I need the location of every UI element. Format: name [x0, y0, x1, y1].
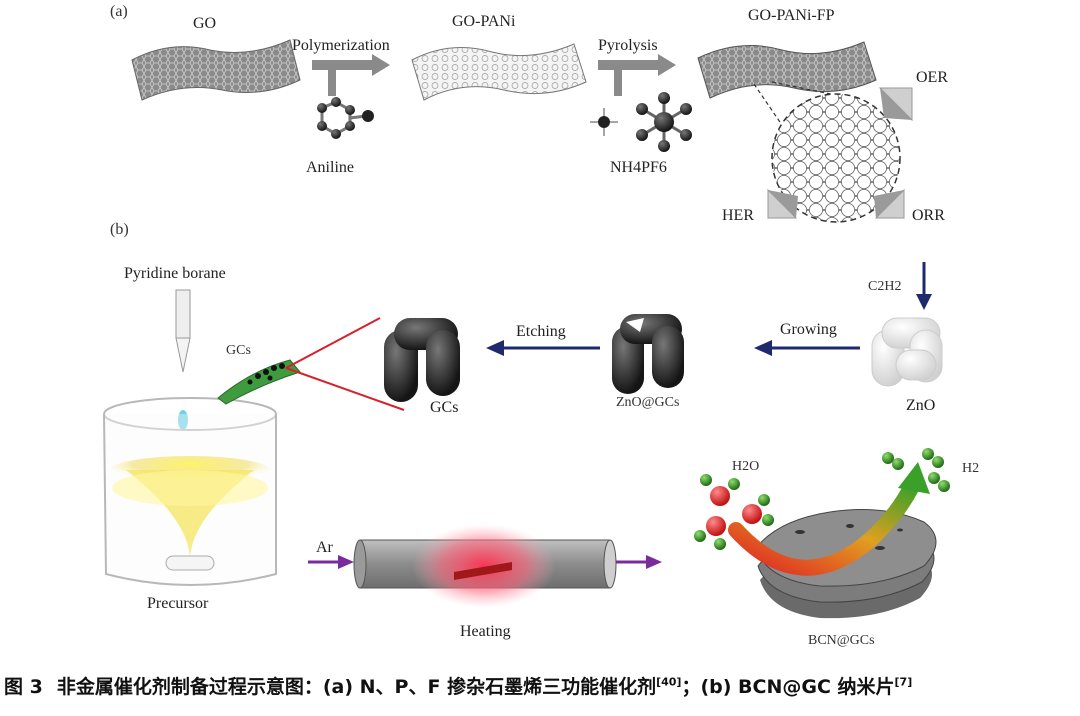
h2o-label: H2O: [732, 459, 759, 474]
growing-label: Growing: [780, 321, 837, 338]
gcs-label: GCs: [430, 399, 458, 416]
precursor-label: Precursor: [147, 595, 209, 612]
polymerization-arrow: [312, 54, 390, 96]
caption-text: 非金属催化剂制备过程示意图：(a) N、P、F 掺杂石墨烯三功能催化剂: [56, 676, 657, 698]
output-arrow: [616, 555, 662, 569]
pyridine-borane-label: Pyridine borane: [124, 265, 226, 282]
gcs-zoom-lines: [285, 317, 405, 411]
oer-pyramid: [878, 87, 913, 122]
aniline-label: Aniline: [306, 159, 354, 176]
heating-label: Heating: [460, 623, 511, 640]
panel-a-tag: (a): [110, 3, 128, 20]
zno-gcs-capsules: [612, 314, 684, 394]
drop: [178, 410, 188, 430]
go-pani-fp-label: GO-PANi-FP: [748, 7, 835, 24]
panel-b-tag: (b): [110, 221, 129, 238]
etching-label: Etching: [516, 323, 566, 340]
growing-arrow: [754, 340, 860, 356]
h2o-molecules: [694, 474, 774, 550]
her-label: HER: [722, 207, 754, 224]
caption-ref-a: [40]: [656, 675, 682, 689]
go-label: GO: [193, 15, 216, 32]
go-pani-sheet: [411, 43, 587, 101]
nh4pf6-label: NH4PF6: [610, 159, 667, 176]
pf6-molecule: [636, 92, 692, 152]
tube-furnace: [353, 524, 617, 608]
c2h2-label: C2H2: [868, 279, 901, 294]
ar-label: Ar: [316, 539, 334, 556]
orr-pyramid: [874, 188, 905, 219]
ar-arrow: [308, 555, 354, 569]
oer-label: OER: [916, 69, 948, 86]
etching-arrow: [486, 340, 600, 356]
dropper: [175, 289, 191, 373]
pyrolysis-arrow: [598, 54, 676, 96]
pyrolysis-label: Pyrolysis: [598, 37, 658, 54]
orr-label: ORR: [912, 207, 945, 224]
go-sheet: [131, 39, 301, 101]
reaction-arrow: [728, 462, 930, 576]
h2-molecules: [882, 448, 950, 492]
bcn-label: BCN@GCs: [808, 633, 875, 648]
gcs-capsules: [384, 318, 460, 402]
gcs-spoon: [217, 359, 301, 405]
caption-text-b: ；(b) BCN@GC 纳米片: [681, 676, 895, 698]
caption-number: 图 3: [4, 676, 43, 698]
caption-ref-b: [7]: [894, 675, 913, 689]
aniline-molecule: [317, 97, 374, 139]
zno-gcs-label: ZnO@GCs: [616, 395, 679, 410]
go-pani-fp-sheet: [697, 41, 877, 99]
beaker: [103, 397, 277, 586]
zno-shapes: [871, 317, 943, 387]
polymerization-label: Polymerization: [292, 37, 390, 54]
zno-label: ZnO: [906, 397, 935, 414]
figure-caption: 图 3 非金属催化剂制备过程示意图：(a) N、P、F 掺杂石墨烯三功能催化剂[4…: [4, 672, 1076, 706]
nh4-molecule: [590, 108, 618, 136]
her-pyramid: [767, 188, 798, 219]
go-pani-label: GO-PANi: [452, 13, 516, 30]
zoom-inset: [753, 81, 901, 223]
gcs-small-label: GCs: [226, 343, 251, 358]
h2-label: H2: [962, 461, 979, 476]
c2h2-arrow: [916, 262, 932, 310]
